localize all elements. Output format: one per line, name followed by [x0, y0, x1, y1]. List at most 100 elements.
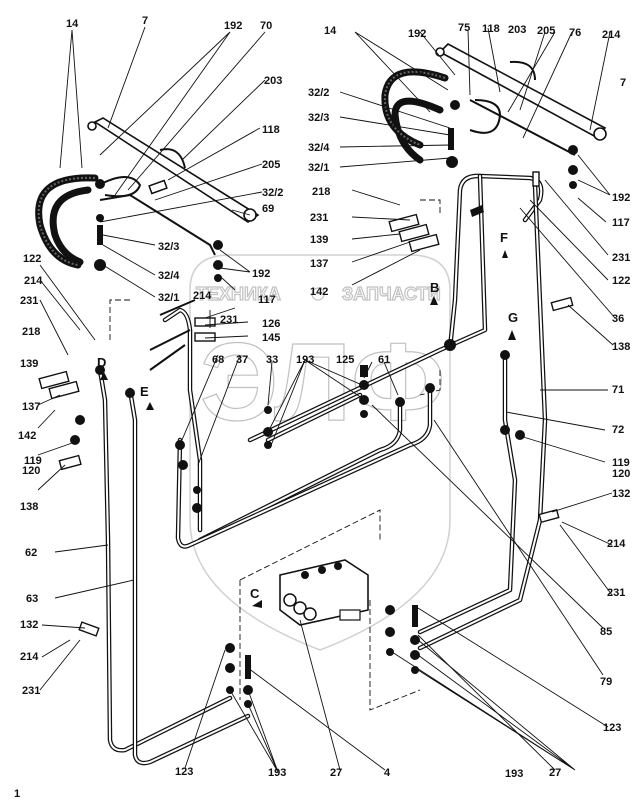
part-label: 145	[262, 332, 280, 344]
part-label: 33	[266, 354, 278, 366]
part-label: 231	[22, 685, 40, 697]
part-label: 122	[23, 253, 41, 265]
part-label: 32/4	[158, 270, 180, 282]
part-label: 139	[20, 358, 38, 370]
watermark-text-left: ТЕХНИКА	[196, 284, 281, 304]
part-label: 27	[549, 767, 561, 779]
assembly-guides	[109, 199, 441, 711]
part-label: 32/3	[308, 112, 329, 124]
part-label: 203	[508, 24, 526, 36]
part-label: 79	[600, 676, 612, 688]
part-label: 138	[20, 501, 38, 513]
part-label: 122	[612, 275, 630, 287]
left-hoses	[35, 174, 223, 282]
watermark-shield	[189, 254, 451, 651]
part-label: 76	[569, 27, 581, 39]
part-label: 62	[25, 547, 37, 559]
leader-lines	[37, 26, 616, 773]
part-label: 123	[175, 766, 193, 778]
view-marker-g: G	[508, 310, 518, 325]
part-label: 32/2	[262, 187, 283, 199]
part-label: 75	[458, 22, 470, 34]
part-label: 37	[236, 354, 248, 366]
part-label: 61	[378, 354, 390, 366]
part-label: 32/3	[158, 241, 179, 253]
part-labels: 14 7 192 70 203 118 205 32/2 69 32/3 32/…	[14, 15, 630, 800]
arrow-icon	[508, 330, 516, 340]
part-label: 214	[193, 290, 212, 302]
part-label: 123	[603, 722, 621, 734]
part-label: 214	[602, 29, 621, 41]
arrow-icon	[100, 372, 108, 380]
view-marker-c: C	[250, 586, 260, 601]
part-label: 205	[262, 159, 280, 171]
part-label: 69	[262, 203, 274, 215]
part-label: 142	[18, 430, 36, 442]
arrow-icon	[502, 250, 508, 258]
part-label: 126	[262, 318, 280, 330]
part-label: 214	[24, 275, 43, 287]
part-label: 218	[22, 326, 40, 338]
part-label: 119	[24, 455, 42, 467]
part-label: 192	[612, 192, 630, 204]
part-label: 32/1	[308, 162, 329, 174]
part-label: 32/4	[308, 142, 330, 154]
part-label: 231	[220, 314, 238, 326]
part-label: 63	[26, 593, 38, 605]
part-label: 72	[612, 424, 624, 436]
part-label: 231	[20, 295, 38, 307]
watermark-logo: ЭЛФ	[200, 321, 445, 444]
part-label: 192	[252, 268, 270, 280]
view-marker-e: E	[140, 384, 149, 399]
part-label: 118	[482, 23, 500, 35]
part-label: 193	[268, 767, 286, 779]
arrow-icon	[430, 296, 438, 305]
view-marker-f: F	[500, 230, 508, 245]
right-hoses	[381, 68, 578, 189]
view-marker-b: B	[430, 280, 439, 295]
part-label: 142	[310, 286, 328, 298]
part-label: 7	[620, 77, 626, 89]
part-label: 14	[324, 25, 337, 37]
part-label: 125	[336, 354, 354, 366]
arrow-icon	[252, 600, 262, 608]
view-markers: B C D E F G	[97, 230, 518, 608]
part-label: 137	[22, 401, 40, 413]
pipes	[97, 173, 548, 766]
part-label: 70	[260, 20, 272, 32]
part-label: 192	[224, 20, 242, 32]
part-label: 231	[310, 212, 328, 224]
view-marker-d: D	[97, 355, 106, 370]
part-label: 218	[312, 186, 330, 198]
part-label: 132	[20, 619, 38, 631]
part-label: 32/1	[158, 292, 179, 304]
left-hydraulic-cylinder	[87, 117, 260, 223]
part-label: 117	[258, 294, 276, 306]
figure-number: 1	[14, 788, 20, 800]
part-label: 14	[66, 18, 79, 30]
part-label: 203	[264, 75, 282, 87]
part-label: 231	[607, 587, 625, 599]
part-label: 119	[612, 457, 630, 469]
control-valve-block	[279, 559, 369, 626]
part-label: 193	[296, 354, 314, 366]
part-label: 118	[262, 124, 280, 136]
part-label: 68	[212, 354, 224, 366]
part-label: 193	[505, 768, 523, 780]
part-label: 36	[612, 313, 624, 325]
watermark: ТЕХНИКА ЗАПЧАСТИ ЭЛФ	[189, 254, 451, 651]
brackets	[38, 171, 574, 637]
fittings	[70, 205, 525, 708]
part-label: 132	[612, 488, 630, 500]
gear-icon	[311, 287, 325, 301]
arrow-icon	[146, 402, 154, 410]
part-label: 139	[310, 234, 328, 246]
part-label: 32/2	[308, 87, 329, 99]
watermark-text-right: ЗАПЧАСТИ	[342, 284, 441, 304]
part-label: 85	[600, 626, 612, 638]
part-label: 214	[20, 651, 39, 663]
part-label: 120	[22, 465, 40, 477]
part-label: 231	[612, 252, 630, 264]
part-label: 138	[612, 341, 630, 353]
